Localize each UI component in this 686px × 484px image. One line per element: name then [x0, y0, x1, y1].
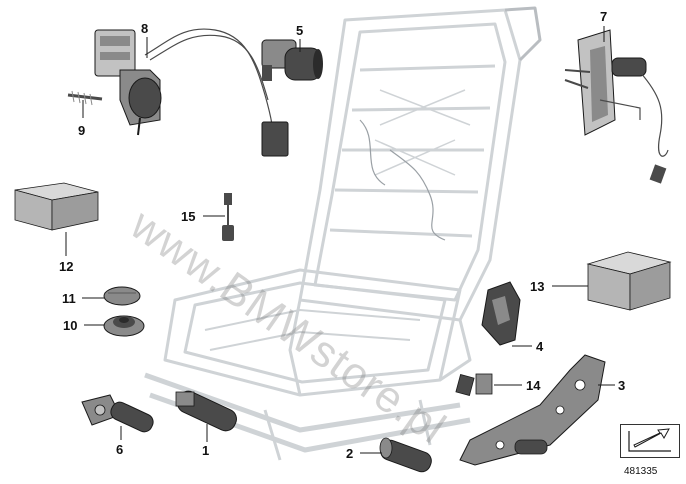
part-14-connector — [455, 373, 493, 396]
callout-4: 4 — [536, 339, 544, 354]
part-12-box — [14, 182, 99, 231]
callout-10: 10 — [63, 318, 78, 333]
part-9-spring — [67, 90, 103, 106]
callout-14: 14 — [526, 378, 541, 393]
callout-1: 1 — [202, 443, 210, 458]
callout-3: 3 — [618, 378, 626, 393]
callout-11: 11 — [62, 291, 76, 306]
callout-12: 12 — [59, 259, 74, 274]
part-6-motor — [81, 394, 154, 433]
part-13-box — [586, 251, 672, 311]
part-11-cap — [103, 286, 141, 306]
diagram-number: 481335 — [624, 466, 658, 477]
part-3-side-plate — [459, 354, 606, 466]
part-15-connector — [222, 193, 234, 241]
callout-2: 2 — [346, 446, 354, 461]
callout-5: 5 — [296, 23, 304, 38]
callout-15: 15 — [181, 209, 196, 224]
arrow-icon — [628, 428, 671, 452]
orientation-box — [620, 424, 680, 458]
part-8-lumbar-motor — [94, 28, 289, 157]
part-4-bracket — [481, 281, 521, 346]
part-2-motor — [379, 437, 432, 473]
callout-7: 7 — [600, 9, 608, 24]
part-7-adjuster — [564, 29, 669, 184]
leader-lines — [65, 26, 615, 454]
seat-wiring — [359, 119, 446, 241]
part-1-motor — [175, 390, 237, 432]
part-10-grommet — [103, 315, 145, 337]
part-5-motor — [261, 39, 323, 81]
callout-6: 6 — [116, 442, 124, 457]
seat-frame — [144, 6, 542, 461]
callout-8: 8 — [141, 21, 149, 36]
callout-13: 13 — [530, 279, 545, 294]
callout-9: 9 — [78, 123, 86, 138]
